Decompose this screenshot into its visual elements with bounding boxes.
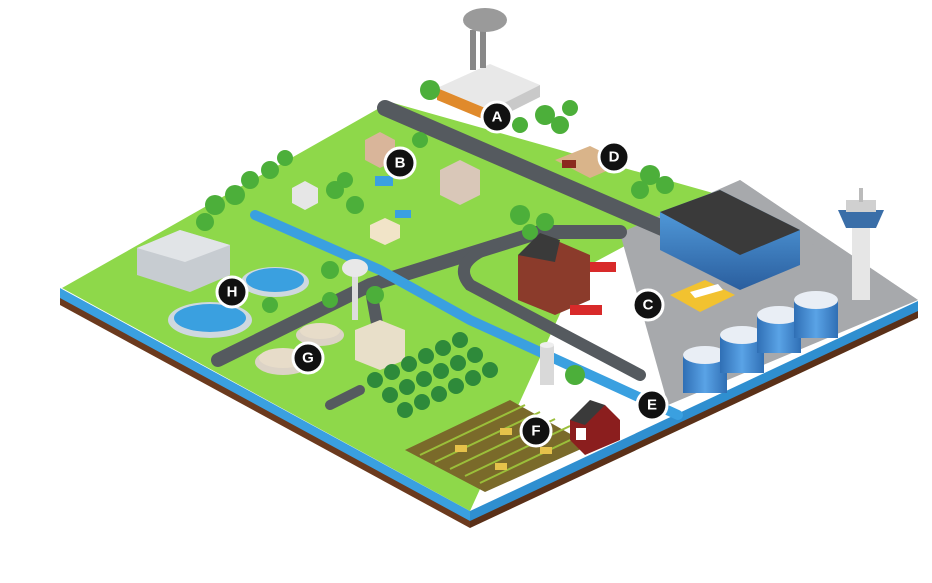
marker-d-label: D [609,149,620,166]
silo [540,342,554,385]
control-tower [838,188,884,300]
fire-station [518,233,616,315]
orchard [367,332,498,418]
marker-h-label: H [227,284,238,301]
marker-f-label: F [531,423,540,440]
marker-b[interactable]: B [383,146,417,180]
marker-a-label: A [492,109,503,126]
marker-f[interactable]: F [519,414,553,448]
storage-tanks [683,291,838,393]
marker-b-label: B [395,155,406,172]
marker-d[interactable]: D [597,140,631,174]
barn [570,400,620,455]
marker-g-label: G [302,350,314,367]
marker-e-label: E [647,397,657,414]
marker-a[interactable]: A [480,100,514,134]
water-tower [342,259,368,320]
water-treatment-plant [137,230,309,338]
runway-marking [670,280,735,312]
marker-g[interactable]: G [291,341,325,375]
grass-plate [62,102,720,511]
marker-h[interactable]: H [215,275,249,309]
marker-c-label: C [643,297,654,314]
airport-terminal [660,190,800,290]
marker-e[interactable]: E [635,388,669,422]
marker-c[interactable]: C [631,288,665,322]
tree-clusters [196,80,674,385]
